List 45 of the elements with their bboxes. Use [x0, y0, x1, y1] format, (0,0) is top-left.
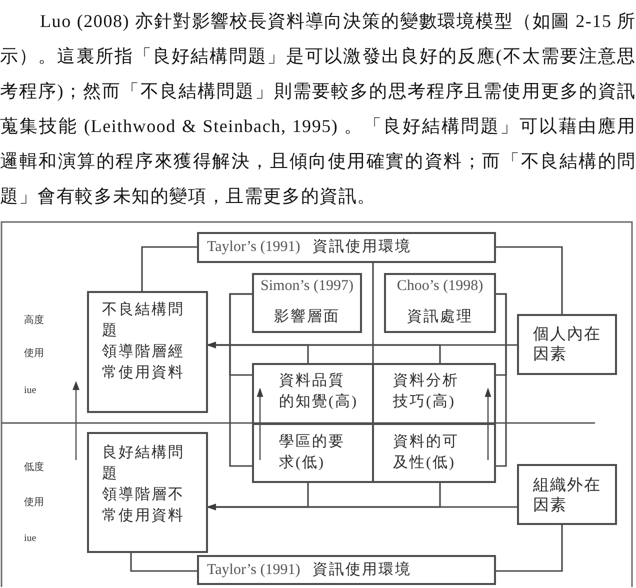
source-box [197, 232, 496, 263]
citation-label: Taylor’s (1991) [207, 238, 300, 257]
side-label: iue [24, 385, 36, 397]
factor-box [517, 314, 617, 375]
cell-label: 學區的要求(低) [279, 433, 346, 473]
body-paragraph: Luo (2008) 亦針對影響校長資料導向決策的變數環境模型（如圖 2-15 所示）。這裏所指「良好結構問題」是可以激發出良好的反應(不太需要注意思考程序)；然而「不良結構問題」則需要較多的思考程序且需使用更多的資訊蒐集技能 (Leithwood & Steinbach, 1995) 。「良好結構問題」可以藉由應用邏輯和演算的程序來獲得解決，且傾向使用確實的資料；而「不良結構的問題」會有較多未知的變項，且需更多的資訊。 [0, 10, 636, 208]
arrow [207, 483, 441, 510]
box-label: 良好結構問題 [102, 444, 186, 484]
outcome-box [87, 432, 208, 553]
connector-line [496, 525, 563, 572]
connector-line [372, 263, 374, 363]
side-label: 使用 [24, 497, 44, 509]
box-label: 影響層面 [273, 308, 341, 327]
citation-label: Simon’s (1997) [260, 277, 354, 296]
box-label: 領導階層經常使用資料 [102, 342, 186, 383]
box-label: 資訊使用環境 [312, 238, 412, 257]
box-label: 組織外在因素 [533, 476, 602, 516]
connector-line [141, 246, 197, 291]
side-label: 低度 [24, 462, 44, 474]
connector-line [496, 293, 507, 467]
side-label: 使用 [24, 348, 44, 360]
citation-label: Taylor’s (1991) [207, 561, 300, 580]
arrow [256, 388, 264, 460]
outcome-box [87, 291, 208, 413]
matrix-grid [252, 363, 496, 483]
arrow [484, 388, 492, 460]
citation-label: Choo’s (1998) [396, 277, 484, 296]
factor-box [517, 464, 617, 525]
cell-label: 資料分析技巧(高) [393, 372, 460, 412]
box-label: 資訊處理 [406, 308, 474, 327]
connector-line [229, 293, 252, 467]
box-label: 個人內在因素 [533, 325, 602, 365]
cell-label: 資料的可及性(低) [393, 432, 460, 473]
box-label: 領導階層不常使用資料 [102, 486, 186, 526]
cell-label: 資料品質的知覺(高) [279, 372, 359, 412]
connector-line [496, 246, 563, 314]
theory-box [384, 273, 496, 333]
connector-line [130, 553, 197, 572]
source-box [197, 555, 496, 585]
arrow [207, 342, 441, 363]
box-label: 資訊使用環境 [312, 560, 412, 580]
theory-box [252, 273, 362, 333]
side-label: 高度 [24, 315, 44, 327]
box-label: 不良結構問題 [102, 300, 186, 341]
side-label: iue [24, 533, 36, 545]
